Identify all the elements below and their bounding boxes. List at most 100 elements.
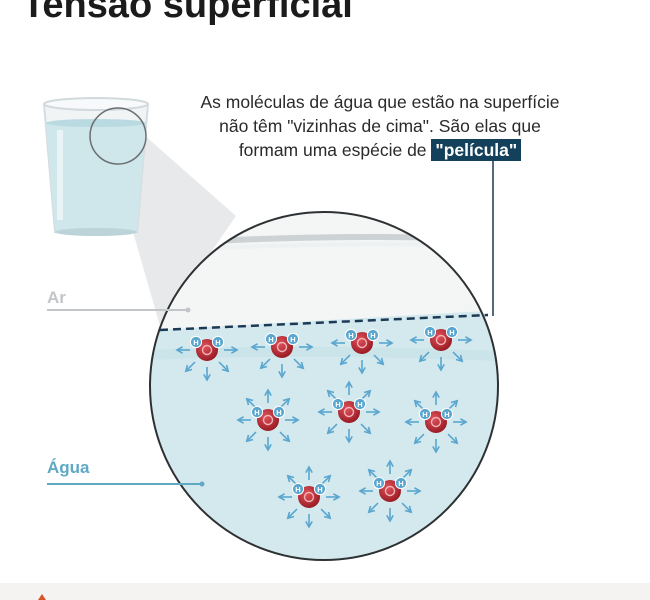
water-leader-dot <box>199 481 205 487</box>
hydrogen-symbol: H <box>370 331 375 340</box>
hydrogen-atom <box>264 332 278 346</box>
attraction-arrow <box>401 502 413 514</box>
attraction-arrow <box>245 397 257 409</box>
attraction-arrow <box>286 474 298 486</box>
hydrogen-symbol: H <box>398 479 403 488</box>
attraction-arrow <box>218 361 230 373</box>
hydrogen-atom <box>250 405 264 419</box>
air-label: Ar <box>47 288 66 307</box>
hydrogen-atom <box>286 332 300 346</box>
attraction-arrow <box>279 431 291 443</box>
hydrogen-atom <box>211 335 225 349</box>
oxygen-highlight <box>356 337 368 349</box>
hydrogen-atom <box>372 476 386 490</box>
zoom-circle <box>150 212 498 560</box>
caption: As moléculas de água que estão na superf… <box>160 90 600 162</box>
hydrogen-atom <box>291 482 305 496</box>
attraction-arrow <box>360 389 372 401</box>
caption-line-3: formam uma espécie de "película" <box>160 138 600 162</box>
caption-line-2: não têm "vizinhas de cima". São elas que <box>219 116 541 136</box>
oxygen-highlight <box>430 416 442 428</box>
water-glass <box>42 97 150 236</box>
oxygen-highlight <box>343 406 355 418</box>
attraction-arrow <box>320 474 332 486</box>
attraction-arrow <box>326 423 338 435</box>
hydrogen-symbol: H <box>268 335 273 344</box>
hydrogen-symbol: H <box>422 410 427 419</box>
attraction-arrow <box>418 351 430 363</box>
attraction-arrow <box>245 431 257 443</box>
page-title: Tensão superficial <box>22 0 353 26</box>
attraction-arrow <box>279 397 291 409</box>
hydrogen-atom <box>440 407 454 421</box>
oxygen-highlight <box>303 491 315 503</box>
hydrogen-symbol: H <box>193 338 198 347</box>
hydrogen-symbol: H <box>427 328 432 337</box>
caption-line-1: As moléculas de água que estão na superf… <box>200 92 560 112</box>
hydrogen-atom <box>366 328 380 342</box>
hydrogen-symbol: H <box>449 328 454 337</box>
attraction-arrow <box>293 358 305 370</box>
oxygen-highlight <box>435 334 447 346</box>
attraction-arrow <box>367 502 379 514</box>
hydrogen-atom <box>189 335 203 349</box>
hydrogen-symbol: H <box>215 338 220 347</box>
attraction-arrow <box>259 358 271 370</box>
water-label: Água <box>47 458 90 477</box>
oxygen-highlight <box>262 414 274 426</box>
hydrogen-symbol: H <box>376 479 381 488</box>
attraction-arrow <box>184 361 196 373</box>
hydrogen-symbol: H <box>357 400 362 409</box>
hydrogen-atom <box>313 482 327 496</box>
hydrogen-symbol: H <box>348 331 353 340</box>
attraction-arrow <box>401 468 413 480</box>
pelicula-highlight: "película" <box>431 139 522 161</box>
attraction-arrow <box>447 433 459 445</box>
attraction-arrow <box>413 433 425 445</box>
hydrogen-atom <box>331 397 345 411</box>
attraction-arrow <box>367 468 379 480</box>
footer-bar <box>0 583 650 600</box>
hydrogen-symbol: H <box>290 335 295 344</box>
hydrogen-atom <box>423 325 437 339</box>
oxygen-highlight <box>276 341 288 353</box>
attraction-arrow <box>447 399 459 411</box>
hydrogen-symbol: H <box>295 485 300 494</box>
hydrogen-symbol: H <box>444 410 449 419</box>
hydrogen-atom <box>394 476 408 490</box>
attraction-arrow <box>452 351 464 363</box>
hydrogen-atom <box>418 407 432 421</box>
hydrogen-symbol: H <box>276 408 281 417</box>
air-leader-dot <box>185 307 191 313</box>
hydrogen-symbol: H <box>335 400 340 409</box>
attraction-arrow <box>320 508 332 520</box>
attraction-arrow <box>360 423 372 435</box>
attraction-arrow <box>373 354 385 366</box>
magnifier-lens <box>89 107 147 165</box>
hydrogen-atom <box>344 328 358 342</box>
hydrogen-atom <box>445 325 459 339</box>
oxygen-highlight <box>201 344 213 356</box>
footer-logo-mark <box>38 594 46 600</box>
attraction-arrow <box>339 354 351 366</box>
oxygen-highlight <box>384 485 396 497</box>
hydrogen-symbol: H <box>317 485 322 494</box>
hydrogen-atom <box>353 397 367 411</box>
attraction-arrow <box>326 389 338 401</box>
zoom-circle-outline <box>149 211 499 561</box>
hydrogen-atom <box>272 405 286 419</box>
attraction-arrow <box>286 508 298 520</box>
caption-line-3-prefix: formam uma espécie de <box>238 140 432 160</box>
surface-film-line <box>159 313 489 332</box>
